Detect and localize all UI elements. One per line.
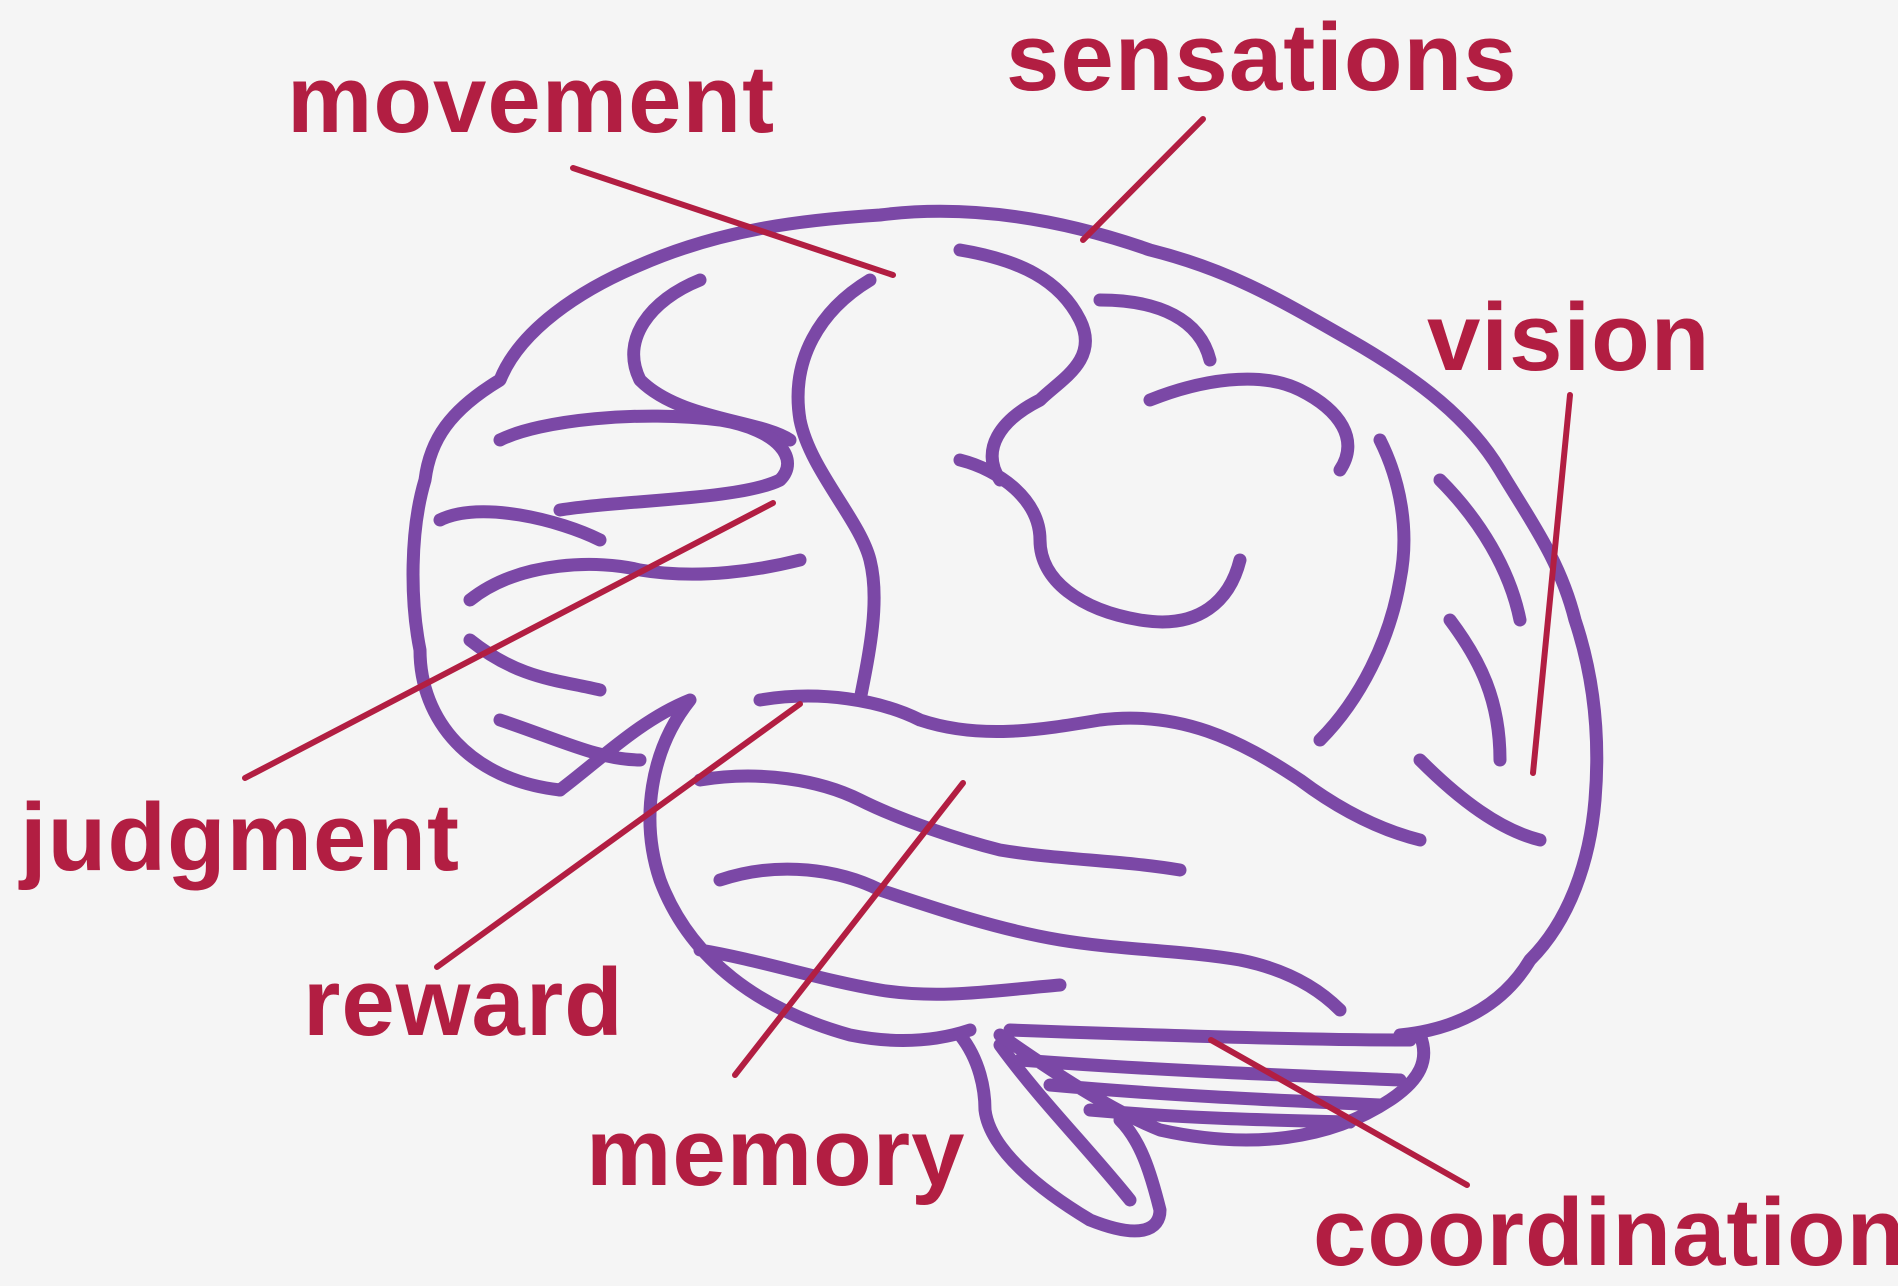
parietal-fold-1 — [960, 250, 1085, 480]
frontal-fold-2 — [500, 416, 788, 510]
label-sensations: sensations — [1006, 10, 1518, 106]
temporal-fold-1 — [700, 776, 1180, 870]
label-vision: vision — [1427, 290, 1710, 386]
occipital-fold-2 — [1420, 480, 1540, 840]
parietal-fold-2 — [1100, 300, 1348, 470]
label-reward: reward — [303, 955, 624, 1051]
label-coordination: coordination — [1313, 1185, 1898, 1281]
label-movement: movement — [287, 52, 775, 148]
parietal-fold-3 — [960, 460, 1240, 622]
cerebrum-outline — [413, 211, 1597, 1035]
occipital-fold-1 — [1320, 440, 1404, 740]
lateral-sulcus — [760, 696, 1420, 840]
label-judgment: judgment — [20, 790, 460, 886]
brain-drawing — [413, 211, 1597, 1231]
central-sulcus — [798, 280, 874, 700]
judgment-leader-line — [245, 503, 773, 778]
label-memory: memory — [586, 1105, 966, 1201]
sensations-leader-line — [1083, 119, 1203, 240]
frontal-fold-3 — [440, 512, 800, 600]
